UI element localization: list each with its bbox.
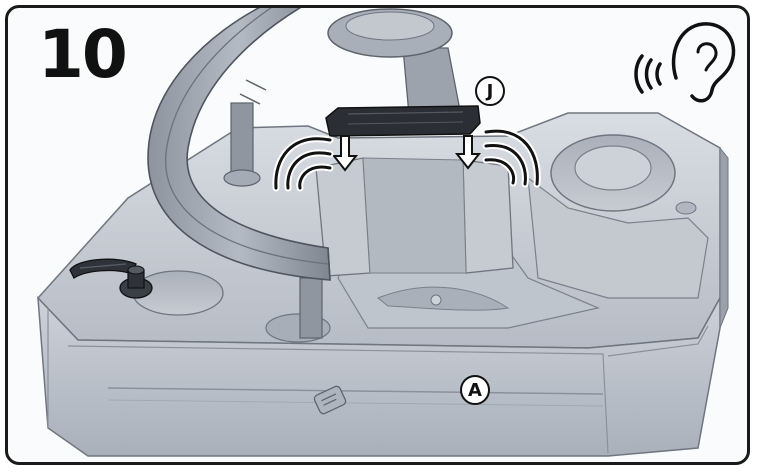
crank-handle xyxy=(69,258,153,299)
down-arrow-right xyxy=(454,135,482,170)
ear-sound-icon xyxy=(634,22,736,103)
callout-j: J xyxy=(475,76,505,106)
step-number: 10 xyxy=(38,16,128,93)
floor-groove xyxy=(377,286,510,311)
right-post xyxy=(462,159,514,274)
latch-j xyxy=(325,105,481,137)
illustration xyxy=(36,8,736,457)
panel-frame: 10 J A xyxy=(5,5,750,465)
down-arrow-left xyxy=(331,135,359,172)
logo-badge xyxy=(313,385,347,415)
click-waves-left xyxy=(272,135,334,192)
support-tube xyxy=(230,102,254,179)
click-waves-right xyxy=(482,127,541,188)
callout-a: A xyxy=(460,375,490,405)
